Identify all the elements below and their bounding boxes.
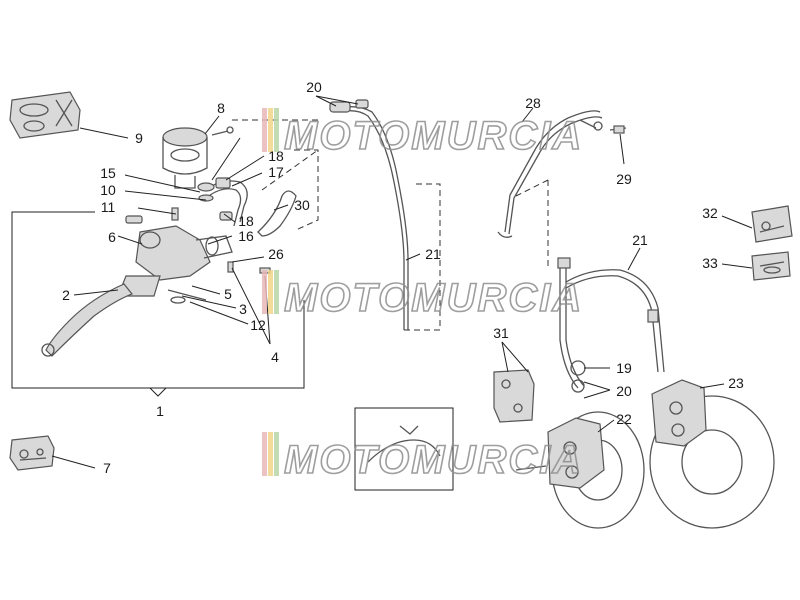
assembly-bracket-1	[11, 211, 305, 389]
callout-30: 30	[294, 197, 310, 213]
assembly-bracket-1-tip	[149, 387, 167, 397]
callout-11: 11	[101, 199, 116, 215]
callout-33: 33	[702, 255, 718, 271]
part-kit-bag-32	[751, 205, 793, 243]
watermark-text: MOTOMURCIA	[284, 438, 583, 482]
callout-6: 6	[108, 229, 116, 245]
callout-2: 2	[62, 287, 70, 303]
stripe-1	[262, 432, 267, 476]
part-reservoir-8	[162, 126, 234, 189]
watermark-logo-bottom: MOTOMURCIA	[262, 432, 583, 483]
callout-4: 4	[271, 349, 279, 365]
callout-31: 31	[493, 325, 509, 341]
part-caliper-23	[651, 379, 707, 447]
callout-8: 8	[217, 100, 225, 116]
callout-12: 12	[250, 317, 266, 333]
detail-inset-box	[354, 407, 454, 491]
callout-1: 1	[156, 403, 164, 419]
callout-23: 23	[728, 375, 744, 391]
part-hose-assembly	[197, 177, 297, 237]
part-brake-pipe-28	[497, 110, 627, 238]
callout-28: 28	[525, 95, 541, 111]
part-caliper-22	[515, 417, 605, 489]
part-brake-pads-31	[493, 369, 535, 423]
stripe-3	[274, 108, 279, 152]
stripe-3	[274, 270, 279, 314]
stripe-3	[274, 432, 279, 476]
dashed-routing-right	[515, 179, 549, 268]
part-kit-bag-33	[751, 251, 791, 281]
leader-lines	[51, 95, 753, 469]
stripe-1	[262, 108, 267, 152]
callout-18-lower: 18	[238, 213, 254, 229]
callout-32: 32	[702, 205, 718, 221]
stripe-2	[268, 270, 273, 314]
callout-10: 10	[100, 182, 116, 198]
callout-20-lower: 20	[616, 383, 632, 399]
callout-22: 22	[616, 411, 632, 427]
part-front-hoses	[557, 257, 665, 393]
callout-15: 15	[100, 165, 116, 181]
stripe-1	[262, 270, 267, 314]
watermark-logo-top: MOTOMURCIA	[262, 108, 583, 159]
part-kit-box-7	[9, 435, 55, 471]
callout-3: 3	[239, 301, 247, 317]
watermark-text: MOTOMURCIA	[284, 114, 583, 158]
callout-18-upper: 18	[268, 148, 284, 164]
callout-19: 19	[616, 360, 632, 376]
callout-16: 16	[238, 228, 254, 244]
watermark-text: MOTOMURCIA	[284, 276, 583, 320]
callout-29: 29	[616, 171, 632, 187]
callout-7: 7	[103, 460, 111, 476]
stripe-2	[268, 108, 273, 152]
callout-17: 17	[268, 164, 284, 180]
callout-21-left: 21	[425, 246, 441, 262]
callout-9: 9	[135, 130, 143, 146]
part-kit-box-9	[9, 91, 81, 139]
stripe-2	[268, 432, 273, 476]
callout-26: 26	[268, 246, 284, 262]
watermark-logo-middle: MOTOMURCIA	[262, 270, 583, 321]
callout-labels: 1 2 3 4 5 6 7 8 9 10 11 12 15 16 17 18 1…	[62, 79, 744, 476]
part-master-cylinder-lever	[41, 207, 271, 357]
callout-21-right: 21	[632, 232, 648, 248]
callout-5: 5	[224, 286, 232, 302]
part-brake-disc-right	[649, 395, 775, 529]
callout-20-upper: 20	[306, 79, 322, 95]
